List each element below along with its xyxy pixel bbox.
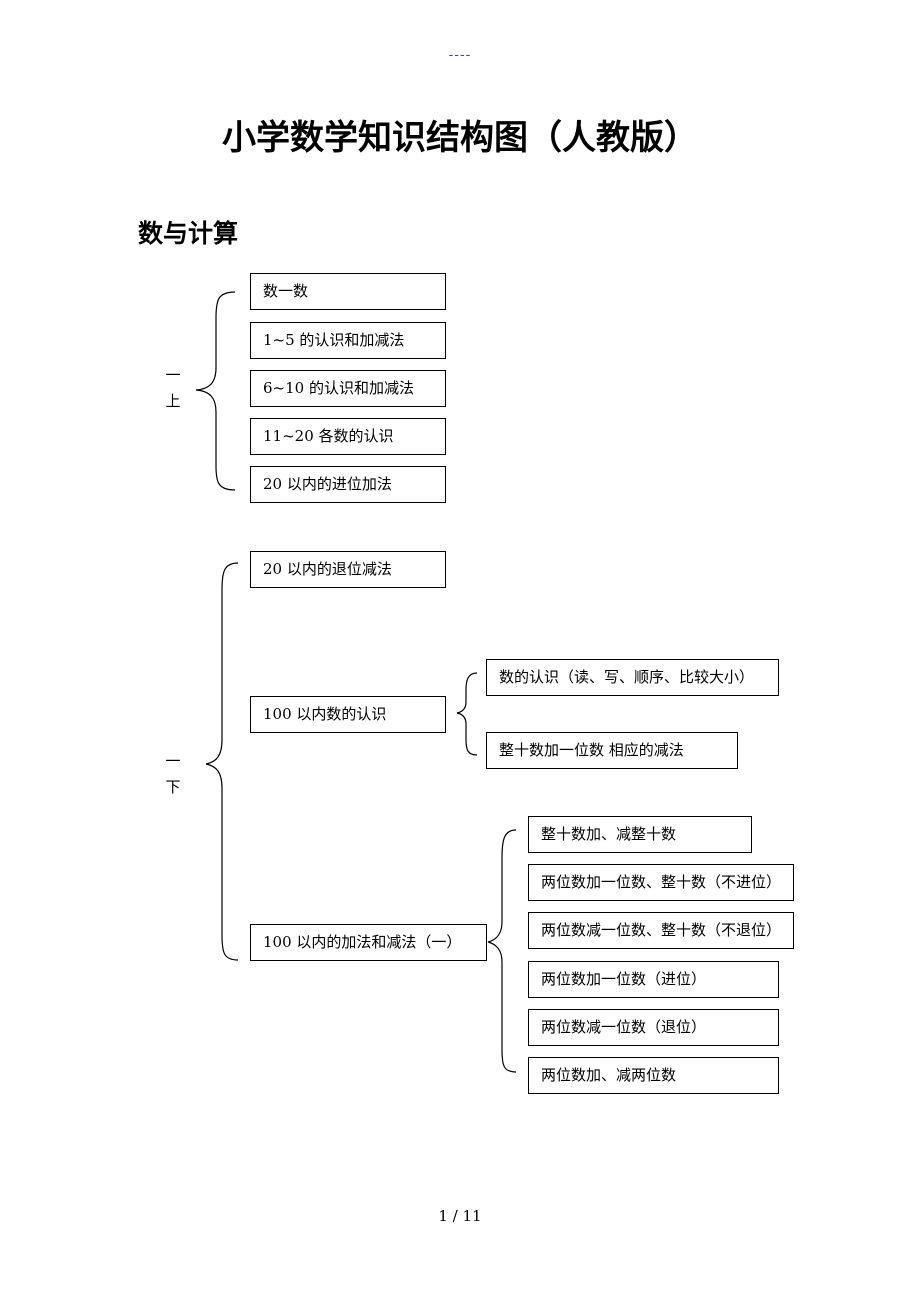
subtopic-box: 两位数减一位数（退位） — [528, 1009, 779, 1046]
grade-label-line: 一 — [165, 366, 181, 384]
subtopic-box: 两位数加一位数、整十数（不进位） — [528, 864, 794, 901]
header-mark: ---- — [448, 48, 472, 63]
page-title: 小学数学知识结构图（人教版） — [222, 118, 698, 158]
topic-box: 11~20 各数的认识 — [250, 418, 446, 455]
brace-numbers-100 — [456, 672, 478, 756]
section-title: 数与计算 — [138, 219, 239, 248]
subtopic-box: 两位数加一位数（进位） — [528, 961, 779, 998]
brace-grade-1-down — [205, 562, 239, 961]
topic-box: 6~10 的认识和加减法 — [250, 370, 446, 407]
subtopic-box: 整十数加、减整十数 — [528, 816, 752, 853]
subtopic-box: 数的认识（读、写、顺序、比较大小） — [486, 659, 779, 696]
topic-box: 数一数 — [250, 273, 446, 310]
subtopic-box: 两位数减一位数、整十数（不退位） — [528, 912, 794, 949]
grade-label-1-up: 一 上 — [163, 362, 183, 414]
brace-add-sub-100 — [487, 829, 517, 1073]
subtopic-box: 两位数加、减两位数 — [528, 1057, 779, 1094]
topic-box: 100 以内的加法和减法（一） — [250, 924, 487, 961]
brace-grade-1-up — [195, 291, 236, 491]
topic-box: 100 以内数的认识 — [250, 696, 446, 733]
grade-label-line: 上 — [165, 392, 181, 410]
grade-label-line: 下 — [165, 778, 181, 796]
topic-box: 1~5 的认识和加减法 — [250, 322, 446, 359]
topic-box: 20 以内的进位加法 — [250, 466, 446, 503]
subtopic-box: 整十数加一位数 相应的减法 — [486, 732, 738, 769]
page-number: 1 / 11 — [438, 1207, 482, 1225]
grade-label-1-down: 一 下 — [163, 748, 183, 800]
topic-box: 20 以内的退位减法 — [250, 551, 446, 588]
grade-label-line: 一 — [165, 752, 181, 770]
